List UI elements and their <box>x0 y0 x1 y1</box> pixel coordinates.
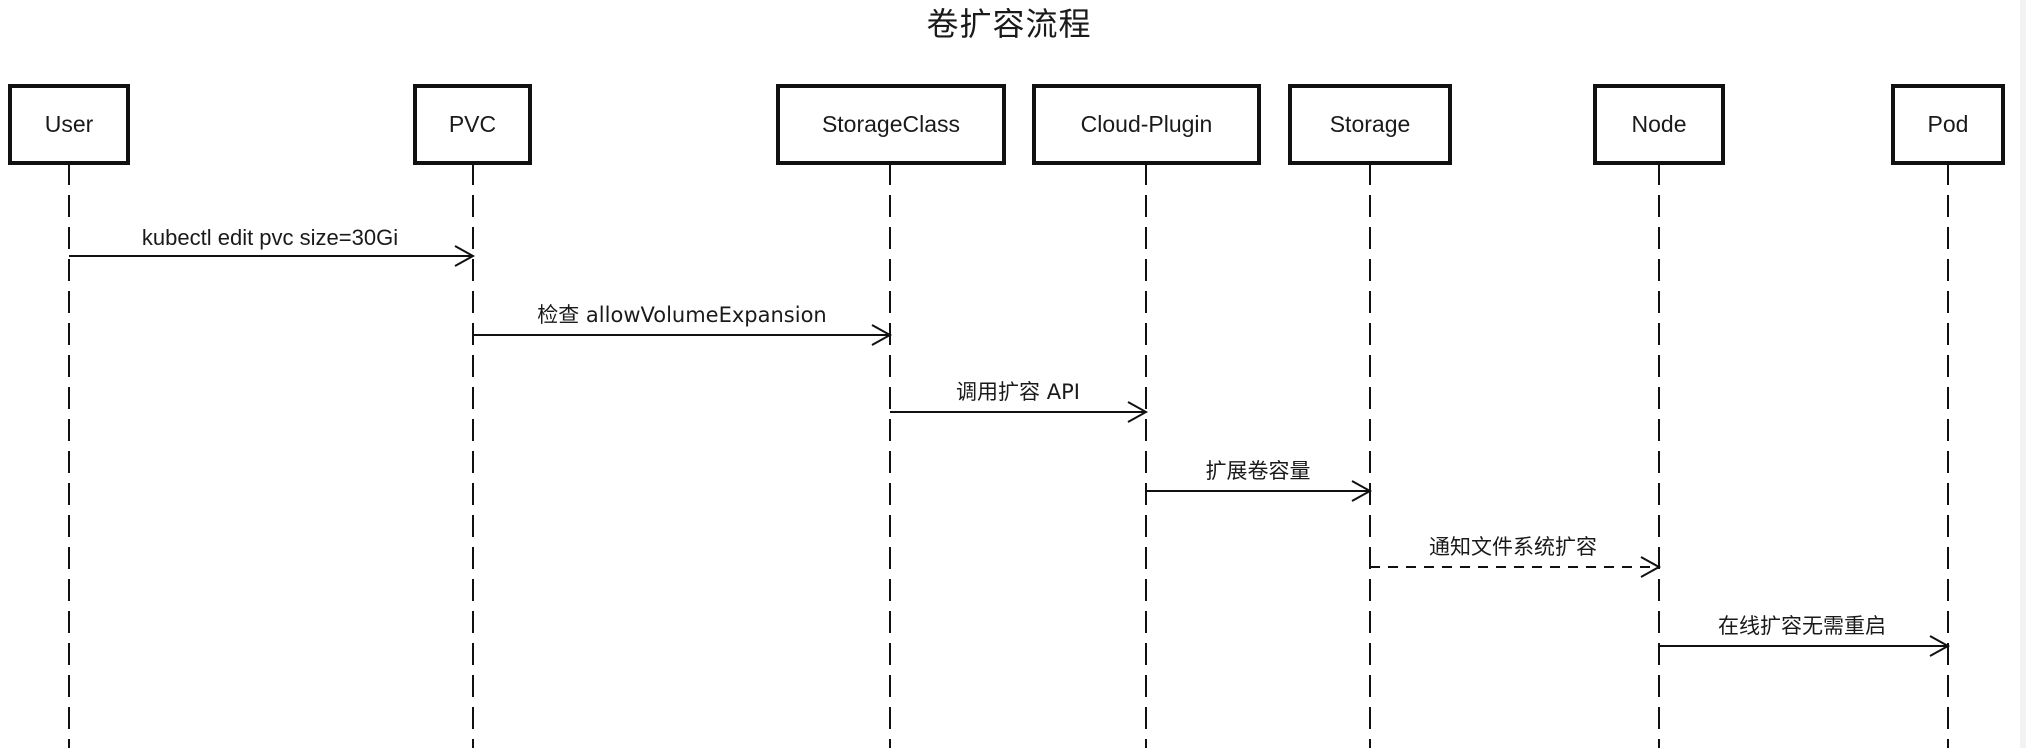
message-arrow <box>890 401 1149 423</box>
message-label: 检查 allowVolumeExpansion <box>537 303 827 327</box>
message-arrow <box>1146 480 1373 502</box>
page-edge <box>2020 0 2026 748</box>
message-label: 通知文件系统扩容 <box>1429 535 1597 559</box>
participant-cloud-plugin[interactable]: Cloud-Plugin <box>1032 84 1261 165</box>
arrowhead-icon <box>1929 635 1951 657</box>
participant-label: User <box>44 111 94 137</box>
diagram-title: 卷扩容流程 <box>926 5 1092 43</box>
arrowhead-icon <box>1127 401 1149 423</box>
participant-label: Cloud-Plugin <box>1080 111 1213 137</box>
message-label: 在线扩容无需重启 <box>1718 614 1886 638</box>
participant-label: Pod <box>1927 111 1969 137</box>
message-arrow <box>473 324 893 346</box>
message-arrows <box>69 245 1951 657</box>
lifelines <box>68 165 1949 748</box>
participant-storage[interactable]: Storage <box>1288 84 1452 165</box>
arrowhead-icon <box>1351 480 1373 502</box>
message-label: 扩展卷容量 <box>1205 459 1311 483</box>
message-label: 调用扩容 API <box>956 380 1080 404</box>
participant-label: StorageClass <box>821 111 961 137</box>
message-label: kubectl edit pvc size=30Gi <box>141 225 399 250</box>
arrowhead-icon <box>1640 556 1662 578</box>
arrowhead-icon <box>871 324 893 346</box>
participant-storageclass[interactable]: StorageClass <box>776 84 1006 165</box>
participant-label: PVC <box>448 111 497 137</box>
message-arrow <box>69 245 476 267</box>
message-arrow <box>1370 556 1662 578</box>
participant-pod[interactable]: Pod <box>1891 84 2005 165</box>
participant-label: Storage <box>1329 111 1411 137</box>
participant-user[interactable]: User <box>8 84 130 165</box>
participant-label: Node <box>1631 111 1687 137</box>
arrowhead-icon <box>454 245 476 267</box>
participant-node[interactable]: Node <box>1593 84 1725 165</box>
message-arrow <box>1659 635 1951 657</box>
participant-pvc[interactable]: PVC <box>413 84 532 165</box>
